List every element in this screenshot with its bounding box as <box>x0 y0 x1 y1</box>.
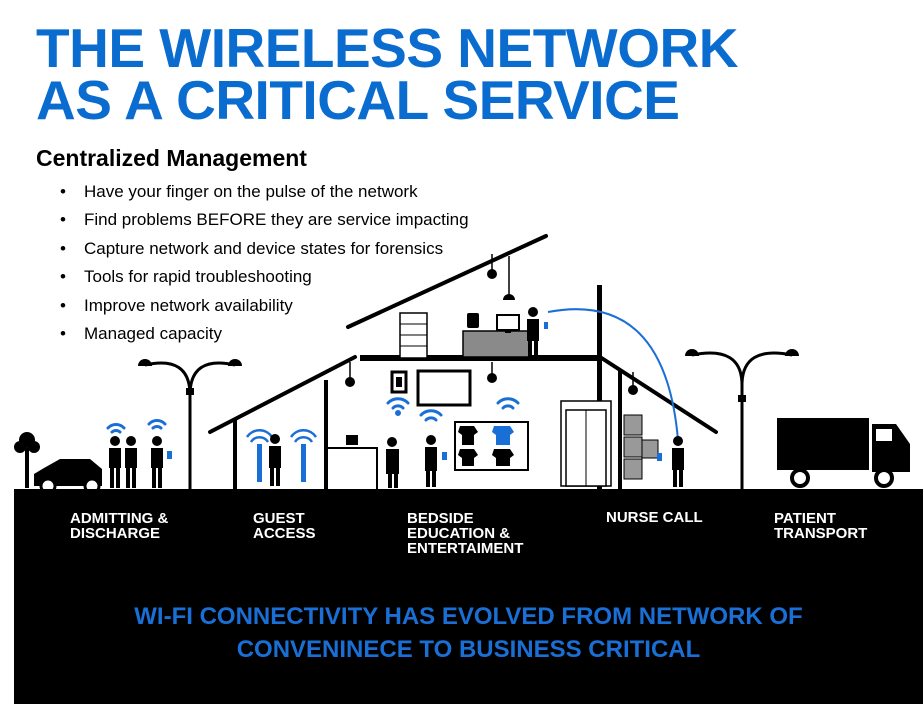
bullet-icon: • <box>60 238 66 258</box>
person-icon <box>109 436 172 488</box>
reception-desk <box>326 435 378 491</box>
person-icon <box>269 434 684 488</box>
bullet-text: Have your finger on the pulse of the net… <box>84 182 418 201</box>
bullet-text: Managed capacity <box>84 324 222 344</box>
label-patient-transport: PATIENT TRANSPORT <box>774 511 867 541</box>
page-title: THE WIRELESS NETWORK AS A CRITICAL SERVI… <box>36 17 738 131</box>
bullet-icon: • <box>60 267 66 287</box>
label-line: ADMITTING & <box>70 510 169 527</box>
label-nurse-call: NURSE CALL <box>606 510 703 525</box>
label-line: BEDSIDE <box>407 510 474 527</box>
bullet-item: • Improve network availability <box>60 292 469 320</box>
bullet-text: Find problems BEFORE they are service im… <box>84 210 469 230</box>
tree-icon <box>14 432 40 488</box>
bullet-text: Improve network availability <box>84 295 293 315</box>
ceiling-lamp-icon <box>345 254 638 395</box>
bullet-item: • Managed capacity <box>60 320 469 348</box>
wifi-icon <box>106 397 520 434</box>
label-bedside-education: BEDSIDE EDUCATION & ENTERTAIMENT <box>407 511 523 556</box>
bullet-icon: • <box>60 324 66 344</box>
tv-icon <box>416 369 472 407</box>
bullet-item: • Tools for rapid troubleshooting <box>60 263 469 291</box>
upper-floor <box>360 355 598 361</box>
footer-line-1: WI-FI CONNECTIVITY HAS EVOLVED FROM NETW… <box>134 603 803 630</box>
bullet-item: • Capture network and device states for f… <box>60 235 469 263</box>
label-line: ENTERTAIMENT <box>407 540 524 557</box>
nurse-call-link <box>547 308 679 441</box>
access-point-icon <box>390 370 408 394</box>
person-icon <box>527 307 548 357</box>
label-line: TRANSPORT <box>774 525 868 542</box>
bullet-item: • Have your finger on the pulse of the ne… <box>60 178 469 206</box>
label-admitting-discharge: ADMITTING & DISCHARGE <box>70 511 168 541</box>
car-icon <box>34 459 102 495</box>
clothes-rack <box>454 421 529 471</box>
section-subtitle: Centralized Management <box>36 145 307 171</box>
bullet-text: Capture network and device states for fo… <box>84 238 444 258</box>
bullet-icon: • <box>60 295 66 315</box>
label-line: DISCHARGE <box>70 525 161 542</box>
label-line: EDUCATION & <box>407 525 511 542</box>
label-line: NURSE CALL <box>606 509 703 526</box>
storage-boxes <box>623 414 659 480</box>
label-line: PATIENT <box>774 510 836 527</box>
bullet-icon: • <box>60 182 66 201</box>
guest-access-point-icon <box>245 429 318 482</box>
ground-band <box>14 489 923 704</box>
street-lamp-head-icon <box>138 349 799 402</box>
building-walls <box>233 285 622 490</box>
elevator-icon <box>560 400 612 487</box>
bullet-icon: • <box>60 210 66 230</box>
footer-line-2: CONVENINECE TO BUSINESS CRITICAL <box>236 636 701 663</box>
title-line-2: AS A CRITICAL SERVICE <box>36 69 680 131</box>
office-desk <box>399 312 532 359</box>
label-guest-access: GUEST ACCESS <box>253 511 316 541</box>
footer-statement: WI-FI CONNECTIVITY HAS EVOLVED FROM NETW… <box>14 600 923 666</box>
bullet-item: • Find problems BEFORE they are service i… <box>60 206 469 234</box>
label-line: GUEST <box>253 510 305 527</box>
title-line-1: THE WIRELESS NETWORK <box>36 17 738 79</box>
bullet-text: Tools for rapid troubleshooting <box>84 267 312 287</box>
truck-icon <box>777 418 910 488</box>
label-line: ACCESS <box>253 525 316 542</box>
bullet-list: • Have your finger on the pulse of the ne… <box>60 178 469 348</box>
